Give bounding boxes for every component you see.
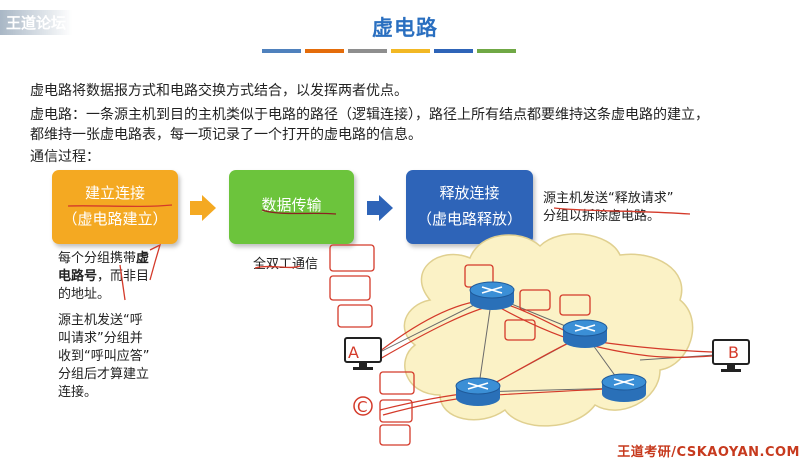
step-establish-sublabel: （虚电路建立） xyxy=(62,210,168,228)
note-establish-1: 每个分组携带虚 电路号，而非目 的地址。 xyxy=(58,251,150,302)
step-transfer-label: 数据传输 xyxy=(261,196,322,214)
step-transfer-box: 数据传输 xyxy=(229,170,354,244)
network-cloud xyxy=(403,233,694,427)
computer-icon xyxy=(712,339,750,372)
process-heading: 通信过程： xyxy=(30,149,100,165)
right-arrow-icon xyxy=(190,195,216,221)
step-release-box: 释放连接 （虚电路释放） xyxy=(406,170,533,244)
routers xyxy=(455,281,647,406)
router-icon xyxy=(469,281,515,310)
router-icon xyxy=(562,319,608,348)
host-b-label: B xyxy=(728,343,739,362)
step-establish-box: 建立连接 （虚电路建立） xyxy=(52,170,178,244)
note-release: 源主机发送“释放请求” 分组以拆除虚电路。 xyxy=(543,191,674,224)
title-stripe xyxy=(348,49,387,53)
computer-icon xyxy=(344,337,382,370)
footer-watermark: 王道考研/CSKAOYAN.COM xyxy=(617,445,800,460)
host-c-label: C xyxy=(357,398,367,416)
packet-sketches xyxy=(67,204,691,446)
intro-line: 虚电路将数据报方式和电路交换方式结合，以发挥两者优点。 xyxy=(30,83,408,99)
host-a-label: A xyxy=(348,343,359,362)
right-arrow-icon xyxy=(367,195,393,221)
step-release-label: 释放连接 xyxy=(439,184,500,202)
title-stripe xyxy=(262,49,301,53)
title-stripe xyxy=(305,49,344,53)
router-icon xyxy=(601,373,647,402)
title-stripe xyxy=(434,49,473,53)
step-release-sublabel: （虚电路释放） xyxy=(416,210,522,228)
slide-title: 虚电路 xyxy=(372,16,438,40)
step-establish-label: 建立连接 xyxy=(84,184,145,202)
title-stripe xyxy=(477,49,516,53)
definition-line-1: 虚电路：一条源主机到目的主机类似于电路的路径（逻辑连接），路径上所有结点都要维持… xyxy=(30,107,709,123)
title-stripes xyxy=(262,49,516,53)
title-stripe xyxy=(391,49,430,53)
definition-line-2: 都维持一张虚电路表，每一项记录了一个打开的虚电路的信息。 xyxy=(30,127,422,143)
note-establish-2: 源主机发送“呼 叫请求”分组并 收到“呼叫应答” 分组后才算建立 连接。 xyxy=(58,313,150,400)
router-icon xyxy=(455,377,501,406)
note-transfer: 全双工通信 xyxy=(253,257,319,272)
forum-logo: 王道论坛 xyxy=(0,10,73,35)
